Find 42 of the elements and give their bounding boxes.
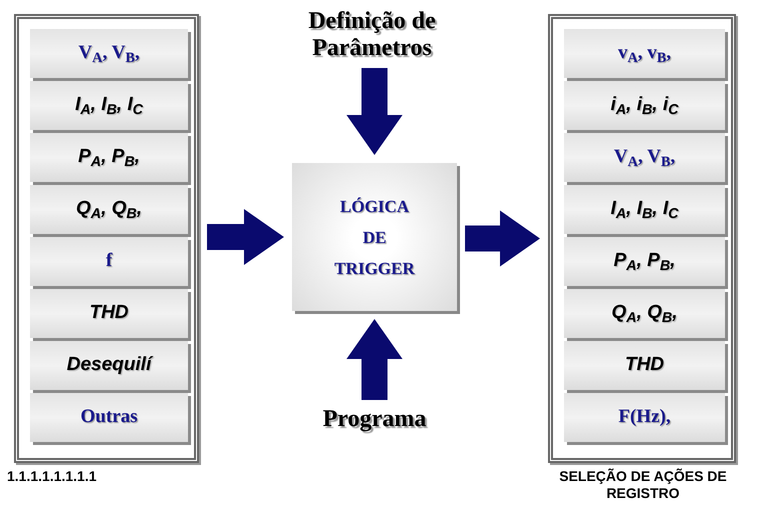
- list-item-box: [564, 237, 725, 286]
- item-label: Q$_{A}$, Q$_{B}$,: [76, 197, 142, 224]
- panel-caption: SELEÇÃO DE AÇÕES DE REGISTRO: [558, 468, 728, 502]
- list-item-box: [30, 237, 188, 286]
- list-item-box: [30, 393, 188, 442]
- input-label: Programa: [322, 406, 426, 433]
- item-label: I$_{A}$, I$_{B}$, I$_{C}$: [75, 93, 143, 120]
- box-label: LÓGICA DE TRIGGER: [333, 196, 416, 280]
- item-label: Desequilí: [66, 353, 152, 378]
- item-label: THD: [89, 301, 129, 326]
- block-arrow: [207, 209, 284, 265]
- item-label: V$_{A}$, V$_{B}$,: [614, 145, 676, 172]
- panel-caption: 1.1.1.1.1.1.1.1: [7, 468, 97, 485]
- list-item-box: [564, 289, 725, 338]
- item-label: I$_{A}$, I$_{B}$, I$_{C}$: [610, 197, 678, 224]
- list-item-box: [30, 185, 188, 234]
- item-label: P$_{A}$, P$_{B}$,: [614, 249, 676, 276]
- item-label: f: [106, 249, 112, 274]
- list-item-box: [564, 393, 725, 442]
- list-item-box: [564, 133, 725, 182]
- list-item-box: [30, 289, 188, 338]
- list-item-box: [30, 341, 188, 390]
- item-label: i$_{A}$, i$_{B}$, i$_{C}$: [610, 93, 678, 120]
- item-label: v$_{A}$, v$_{B}$,: [618, 41, 672, 68]
- list-item-box: [564, 341, 725, 390]
- list-item-box: [30, 133, 188, 182]
- item-label: Q$_{A}$, Q$_{B}$,: [612, 301, 678, 328]
- list-item-box: [564, 185, 725, 234]
- block-arrow: [346, 68, 402, 155]
- item-label: P$_{A}$, P$_{B}$,: [78, 145, 140, 172]
- item-label: Outras: [80, 405, 138, 430]
- input-label: Definição de Parâmetros: [307, 8, 437, 62]
- block-arrow: [346, 319, 402, 400]
- item-label: F(Hz),: [618, 405, 671, 430]
- block-arrow: [465, 210, 540, 266]
- item-label: V$_{A}$, V$_{B}$,: [78, 41, 140, 68]
- logic-box: [292, 163, 457, 311]
- list-item-box: [30, 81, 188, 130]
- list-item-box: [564, 81, 725, 130]
- item-label: THD: [624, 353, 664, 378]
- list-item-box: [30, 29, 188, 78]
- list-item-box: [564, 29, 725, 78]
